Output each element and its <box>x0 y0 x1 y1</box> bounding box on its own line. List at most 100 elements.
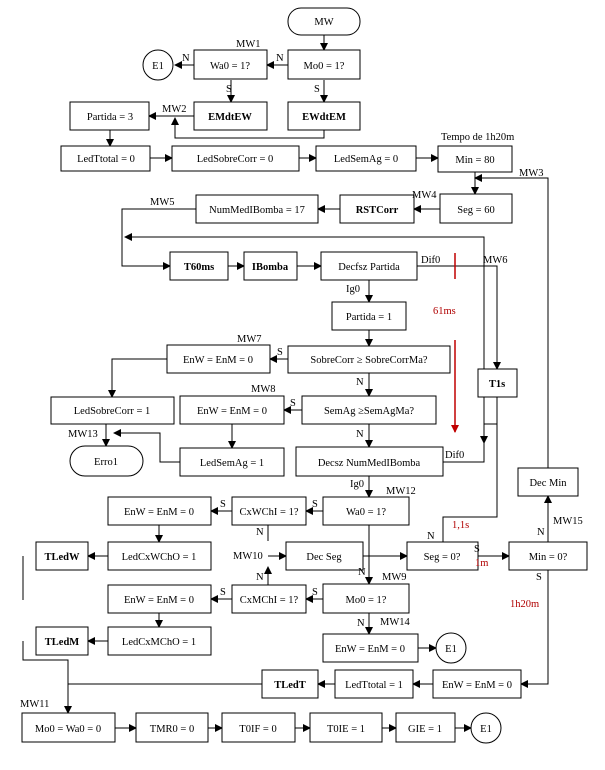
process-ledsemag-1 <box>179 447 285 477</box>
process-partida-3-label: Partida = 3 <box>87 112 133 123</box>
branch-s-wa0-1: S <box>226 84 232 95</box>
branch-n-semag: N <box>356 429 364 440</box>
terminal-erro1-label: Erro1 <box>94 457 118 468</box>
marker-labels: MW1 MW2 Tempo de 1h20m MW3 MW4 MW5 Dif0 … <box>20 39 583 710</box>
decision-mo0-1-label: Mo0 = 1? <box>304 61 345 72</box>
routine-tledt <box>261 669 319 699</box>
process-partida-3 <box>69 101 150 131</box>
label-mw14: MW14 <box>380 617 410 628</box>
branch-n-mo0-1: N <box>276 53 284 64</box>
branch-s-mo0-1: S <box>314 84 320 95</box>
label-mw11: MW11 <box>20 699 49 710</box>
process-ledttotal-1-label: LedTtotal = 1 <box>345 680 403 691</box>
decision-decfsz-partida <box>320 251 418 281</box>
branch-s-cxmchi: S <box>220 587 226 598</box>
branch-s-semag: S <box>290 398 296 409</box>
process-nummedibomba-17-label: NumMedIBomba = 17 <box>209 205 305 216</box>
decision-mo0-2-label: Mo0 = 1? <box>346 595 387 606</box>
routine-tledt-label: TLedT <box>274 680 306 691</box>
process-ledsobrecorr-0 <box>171 145 300 172</box>
process-ledttotal-0-label: LedTtotal = 0 <box>77 154 135 165</box>
label-tempo: Tempo de 1h20m <box>441 132 514 143</box>
process-enw-enm-mw14 <box>322 633 419 663</box>
process-ledttotal-0 <box>60 145 151 172</box>
routine-tledw <box>35 541 89 571</box>
process-ledcxwcho-1 <box>107 541 212 571</box>
label-ig0-a: Ig0 <box>346 284 360 295</box>
process-t0if <box>221 712 296 743</box>
decision-decfsz-partida-label: Decfsz Partida <box>338 262 400 273</box>
annotation-1m: 1m <box>475 558 488 569</box>
process-partida-1 <box>331 301 407 331</box>
decision-cxmchi-label: CxMChI = 1? <box>240 595 299 606</box>
branch-n-min0: N <box>537 527 545 538</box>
decision-semag <box>301 395 437 425</box>
annotation-61ms: 61ms <box>433 306 456 317</box>
connector-e1-mid-label: E1 <box>445 644 457 655</box>
routine-tledm-label: TLedM <box>45 637 80 648</box>
process-enw-enm-m-label: EnW = EnM = 0 <box>124 595 194 606</box>
decision-decsz-nummedibomba-label: Decsz NumMedIBomba <box>318 458 421 469</box>
process-gie <box>395 712 456 743</box>
decision-cxwchi <box>231 496 307 526</box>
label-mw9: MW9 <box>382 572 407 583</box>
label-dif0-b: Dif0 <box>445 450 464 461</box>
process-ledcxwcho-1-label: LedCxWChO = 1 <box>122 552 197 563</box>
process-ledsemag-0 <box>315 145 417 172</box>
decision-cxwchi-label: CxWChI = 1? <box>240 507 299 518</box>
process-gie-label: GIE = 1 <box>408 724 442 735</box>
branch-n-wa0-1: N <box>182 53 190 64</box>
label-mw7: MW7 <box>237 334 262 345</box>
process-enw-enm-mw14-label: EnW = EnM = 0 <box>335 644 405 655</box>
connector-e1-top-label: E1 <box>152 61 164 72</box>
process-enw-enm-w <box>107 496 212 526</box>
process-t0if-label: T0IF = 0 <box>239 724 276 735</box>
process-tmr0-label: TMR0 = 0 <box>150 724 194 735</box>
decision-wa0-1-label: Wa0 = 1? <box>210 61 250 72</box>
branch-s-seg0: S <box>474 544 480 555</box>
annotation-1-1s: 1,1s <box>452 520 469 531</box>
process-t0ie <box>309 712 383 743</box>
label-mw3: MW3 <box>519 168 544 179</box>
branch-n-sobrecorr: N <box>356 377 364 388</box>
routine-tledm <box>35 626 89 656</box>
routine-t1s <box>477 368 518 398</box>
process-seg-60 <box>439 193 513 224</box>
label-mw10: MW10 <box>233 551 263 562</box>
process-ledcxmcho-1 <box>107 626 212 656</box>
branch-s-sobrecorr: S <box>277 347 283 358</box>
process-dec-min <box>517 467 579 497</box>
process-ledsobrecorr-1 <box>50 396 175 425</box>
connector-e1-top <box>142 49 174 81</box>
connector-e1-mid <box>435 632 467 664</box>
decision-wa0-2 <box>322 496 410 526</box>
label-mw2: MW2 <box>162 104 187 115</box>
decision-sobrecorr <box>287 345 451 374</box>
process-enw-enm-m <box>107 584 212 614</box>
routine-tledw-label: TLedW <box>44 552 80 563</box>
branch-n-wa0-2: N <box>358 567 366 578</box>
process-ledsemag-1-label: LedSemAg = 1 <box>200 458 264 469</box>
process-min-80-label: Min = 80 <box>455 155 494 166</box>
routine-ewdtem-label: EWdtEM <box>302 112 346 123</box>
decision-min-0 <box>508 541 588 571</box>
branch-n-cxmchi: N <box>256 572 264 583</box>
process-enw-enm-mw8-label: EnW = EnM = 0 <box>197 406 267 417</box>
process-tmr0 <box>135 712 209 743</box>
connector-e1-bottom <box>470 712 502 744</box>
annotation-1h20m: 1h20m <box>510 599 539 610</box>
routine-t60ms <box>169 251 229 281</box>
decision-wa0-2-label: Wa0 = 1? <box>346 507 386 518</box>
decision-decsz-nummedibomba <box>295 446 444 477</box>
label-ig0-b: Ig0 <box>350 479 364 490</box>
nodes: MW E1 Wa0 = 1? Mo0 = 1? EMdtEW EWdtEM Pa… <box>21 7 588 744</box>
start-terminal-mw-label: MW <box>314 17 333 28</box>
process-dec-seg-label: Dec Seg <box>306 552 342 563</box>
label-mw4: MW4 <box>412 190 437 201</box>
routine-t1s-label: T1s <box>489 379 505 390</box>
process-enw-enm-min <box>432 669 522 699</box>
process-t0ie-label: T0IE = 1 <box>327 724 365 735</box>
routine-emdtew-label: EMdtEW <box>208 112 252 123</box>
decision-sobrecorr-label: SobreCorr ≥ SobreCorrMa? <box>310 355 427 366</box>
